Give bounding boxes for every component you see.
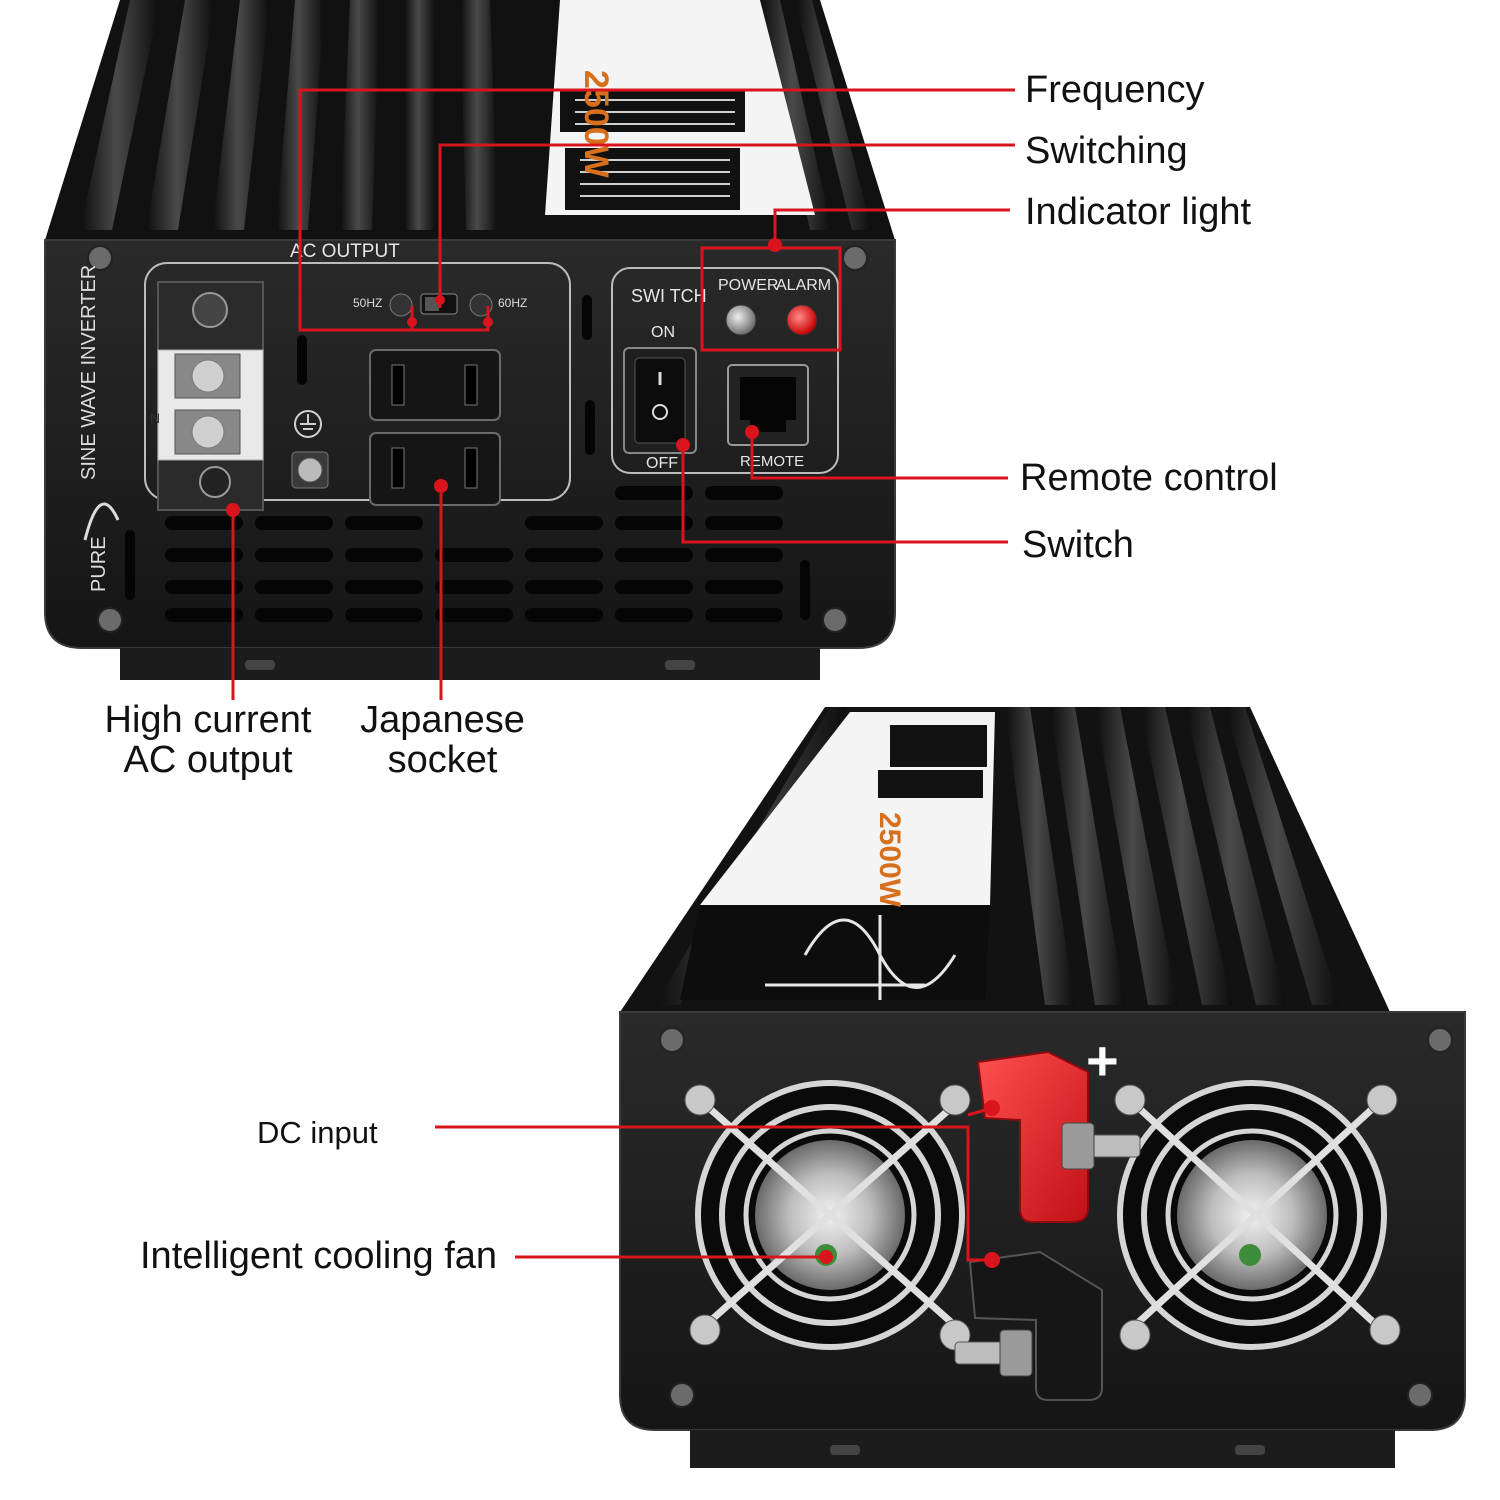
callout-line-dc-input [435, 1125, 992, 1262]
ground-symbol-icon [294, 410, 322, 438]
front-spec-plate-lines [575, 99, 735, 197]
switch-panel-frame [611, 267, 839, 474]
neutral-label: N [150, 410, 160, 426]
alarm-indicator-light [786, 304, 818, 336]
callout-switch: Switch [1022, 524, 1134, 566]
callout-high-current-line1: High current [104, 699, 312, 741]
rear-spec-plate-2 [878, 770, 983, 798]
ac-output-title: AC OUTPUT [290, 241, 400, 262]
rear-flange-slot-left [830, 1445, 860, 1455]
remote-label: REMOTE [740, 453, 804, 470]
callout-cooling-fan: Intelligent cooling fan [140, 1235, 498, 1277]
freq-50hz-led [389, 293, 413, 317]
callout-japanese-line1: Japanese [360, 699, 525, 741]
front-vent-slots [125, 295, 810, 622]
side-wave-icon [83, 502, 120, 541]
callout-japanese-socket: Japanese socket [355, 700, 530, 780]
freq-60hz-label: 60HZ [498, 296, 527, 310]
flange-slot-left [245, 660, 275, 670]
power-indicator-light [725, 304, 757, 336]
rear-rating-text: 2500W [873, 812, 906, 908]
rear-spec-plate-1 [890, 725, 987, 767]
rear-top-label-dark [680, 905, 990, 1000]
fan-grill-icon [1114, 1080, 1401, 1351]
alarm-led-label: ALARM [776, 277, 831, 294]
switch-on-label: ON [651, 324, 675, 341]
callout-remote-control: Remote control [1020, 457, 1278, 499]
side-pure-text: PURE [88, 536, 110, 592]
callout-line-switch [681, 445, 1008, 544]
callout-japanese-line2: socket [387, 739, 498, 781]
side-sine-wave-text: SINE WAVE INVERTER [78, 265, 100, 480]
callout-line-indicator [773, 208, 1010, 248]
japanese-socket-upper[interactable] [369, 349, 501, 421]
callout-line-remote [750, 430, 1008, 480]
freq-50hz-label: 50HZ [353, 296, 382, 310]
dc-negative-terminal[interactable] [954, 1250, 1103, 1401]
callout-line-switching [438, 143, 1015, 308]
ground-stud [291, 451, 329, 489]
switch-title: SWI TCH [631, 286, 707, 306]
callout-frequency: Frequency [1025, 69, 1205, 111]
callout-indicator-light: Indicator light [1025, 191, 1252, 233]
switch-off-label: OFF [646, 455, 678, 472]
dc-positive-terminal[interactable] [976, 1050, 1141, 1223]
screw-icon [659, 1027, 1453, 1408]
callout-dc-input: DC input [257, 1115, 378, 1150]
rear-flange-slot-right [1235, 1445, 1265, 1455]
callout-high-current-line2: AC output [123, 739, 293, 781]
rj45-port-icon[interactable] [727, 364, 809, 446]
front-inverter: 2500W SINE WAVE INVERTER PURE AC OUTPUT [44, 0, 896, 680]
rear-inverter: 2500W [619, 707, 1466, 1468]
fan-grill-icon [684, 1080, 971, 1351]
sine-wave-logo-icon [765, 915, 957, 1000]
positive-plus-sign: + [1086, 1029, 1119, 1092]
front-spec-plate-2 [565, 148, 740, 210]
front-mounting-flange [120, 648, 820, 680]
callout-dots [226, 238, 1000, 1268]
japanese-socket-lower[interactable] [369, 432, 501, 506]
rear-mounting-flange [690, 1430, 1395, 1468]
callout-switching: Switching [1025, 130, 1188, 172]
front-inverter-fins [80, 0, 872, 230]
ac-terminal-block: N [150, 281, 264, 511]
ac-output-frame [144, 262, 571, 501]
power-led-label: POWER [718, 277, 778, 294]
flange-slot-right [665, 660, 695, 670]
screw-icon [87, 245, 868, 633]
rocker-switch-icon[interactable] [623, 347, 697, 454]
front-rating-text: 2500W [577, 70, 615, 179]
callout-high-current: High current AC output [98, 700, 318, 780]
